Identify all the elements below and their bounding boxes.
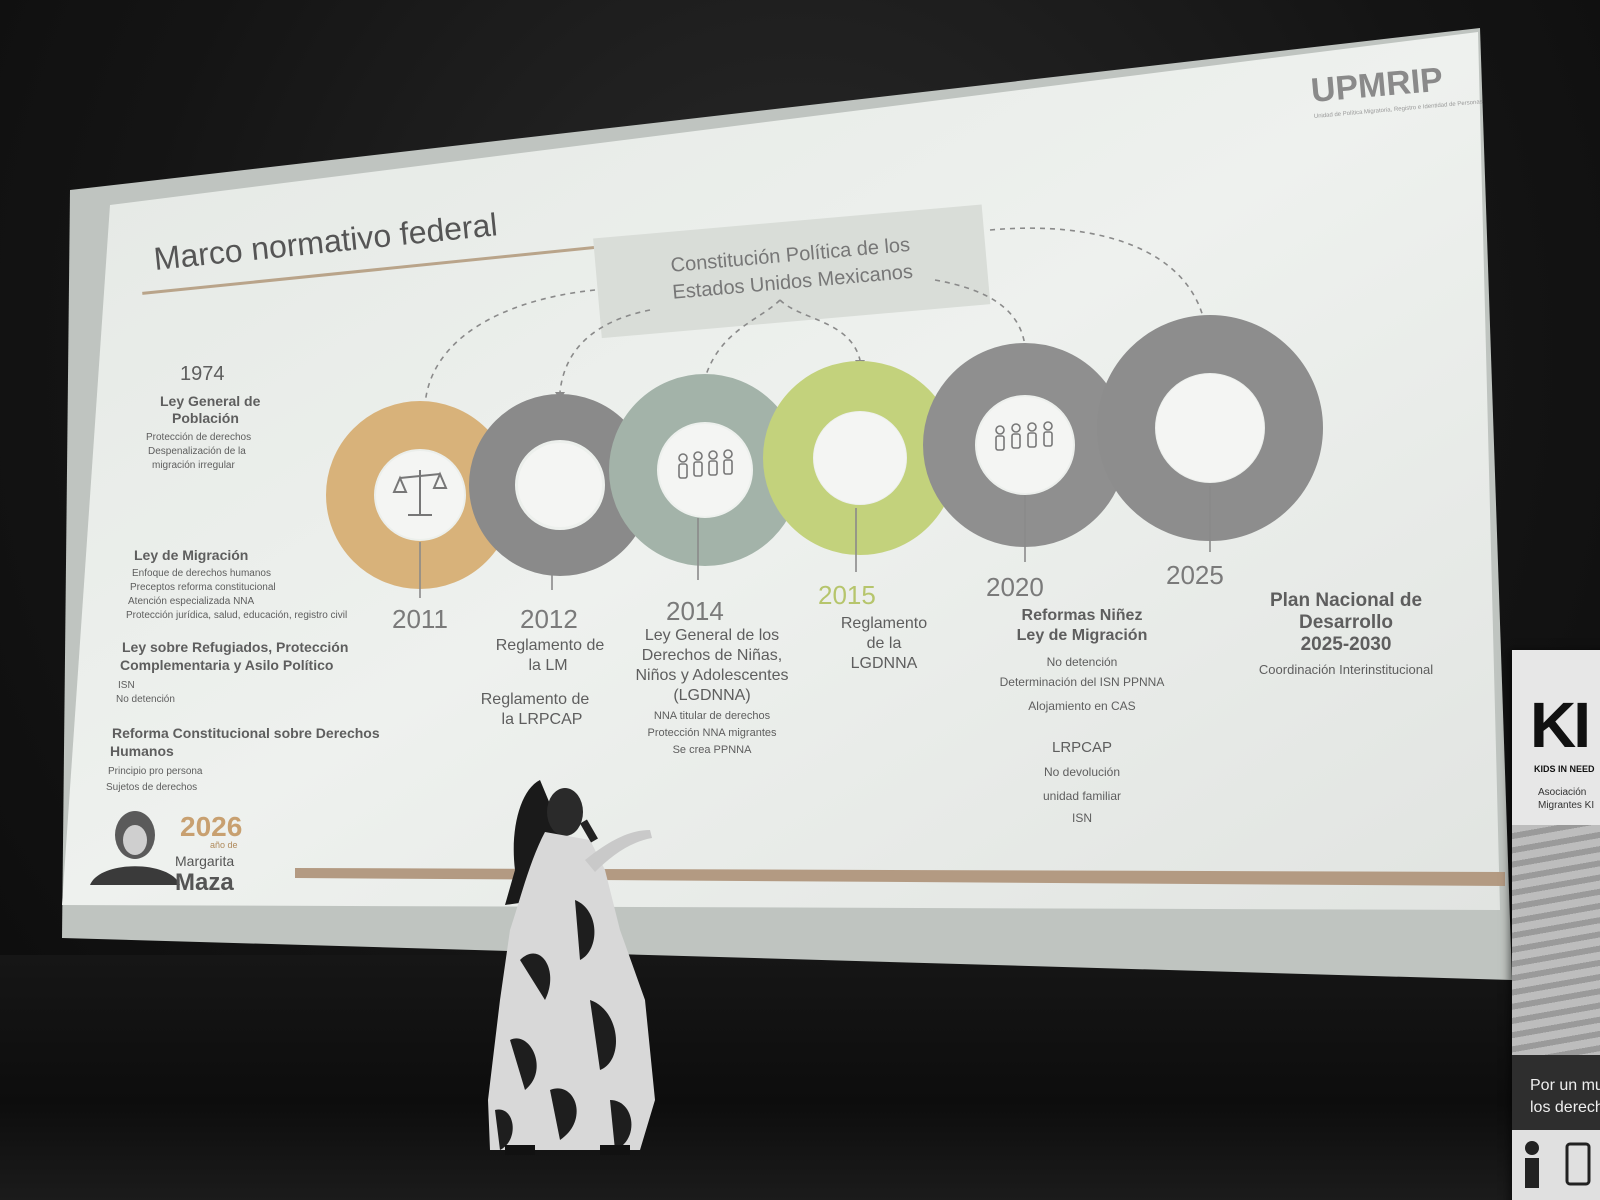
desc-2025-1: Plan Nacional de	[1270, 590, 1422, 611]
desc-2014-3: Niños y Adolescentes	[636, 667, 789, 684]
desc-2014-2: Derechos de Niñas,	[642, 647, 783, 664]
desc-2025-2: Desarrollo	[1299, 612, 1393, 633]
desc-2014-4: (LGDNNA)	[673, 687, 750, 704]
banner-slogan: Por un mu los derech	[1530, 1075, 1600, 1119]
desc-2015-1: Reglamento	[841, 615, 927, 632]
desc-2012-4: la LRPCAP	[502, 711, 583, 728]
reforma-note-2: Sujetos de derechos	[106, 782, 197, 793]
badge-year: 2026	[180, 811, 242, 842]
ley-migracion-note-1: Enfoque de derechos humanos	[132, 568, 271, 579]
year-2020: 2020	[986, 572, 1044, 602]
desc-2012-1: Reglamento de	[496, 637, 605, 654]
desc-2025-3: 2025-2030	[1301, 634, 1392, 655]
note-2014-3: Se crea PPNNA	[673, 744, 753, 756]
year-2012: 2012	[520, 604, 578, 634]
note-2020-2: Determinación del ISN PPNNA	[1000, 675, 1165, 689]
children-icon	[995, 421, 1053, 451]
badge-name2: Maza	[175, 869, 234, 896]
badge-name1: Margarita	[175, 853, 234, 869]
note-2020-3: Alojamiento en CAS	[1028, 699, 1135, 713]
timeline-years: 2011 2012 2014 2015 2020 2025	[392, 560, 1224, 634]
badge-text: año de	[210, 840, 238, 850]
year-2015: 2015	[818, 580, 876, 610]
note-2020-6: unidad familiar	[1043, 789, 1121, 803]
ley-poblacion-2: Población	[172, 410, 239, 426]
ley-poblacion-note-2: Despenalización de la	[148, 446, 246, 457]
banner-photo	[1512, 825, 1600, 1055]
presenter	[488, 780, 655, 1155]
ley-migracion-note-2: Preceptos reforma constitucional	[130, 582, 276, 593]
year-2014: 2014	[666, 596, 724, 626]
ley-migracion-note-4: Protección jurídica, salud, educación, r…	[126, 610, 347, 621]
ley-poblacion-1: Ley General de	[160, 393, 261, 409]
banner-assoc-line1: Asociación	[1538, 787, 1587, 798]
banner-slogan-line2: los derech	[1530, 1099, 1600, 1116]
stage-floor	[0, 955, 1600, 1200]
ley-poblacion-note-3: migración irregular	[152, 460, 235, 471]
desc-2020-2: Ley de Migración	[1017, 627, 1148, 644]
year-2025: 2025	[1166, 560, 1224, 590]
banner-association: Asociación Migrantes KI	[1538, 786, 1594, 812]
note-2014-2: Protección NNA migrantes	[648, 727, 777, 739]
note-2020-5: No devolución	[1044, 765, 1120, 779]
ley-poblacion-note-1: Protección de derechos	[146, 432, 251, 443]
banner-kids-text: KIDS IN NEED	[1534, 764, 1595, 774]
timeline-descriptions: Reglamento de la LM Reglamento de la LRP…	[481, 590, 1433, 825]
banner-logo: KI	[1530, 689, 1591, 761]
desc-2015-2: de la	[867, 635, 902, 652]
desc-2012-2: la LM	[528, 657, 567, 674]
refugiados-note-2: No detención	[116, 694, 175, 705]
banner-assoc-line2: Migrantes KI	[1538, 800, 1595, 811]
note-2020-7: ISN	[1072, 811, 1092, 825]
refugiados-2: Complementaria y Asilo Político	[120, 657, 333, 673]
desc-2015-3: LGDNNA	[851, 655, 918, 672]
banner-icons	[1512, 1130, 1600, 1200]
dashed-arrows	[424, 227, 1206, 406]
person-icon	[1525, 1141, 1591, 1188]
ley-migracion-note-3: Atención especializada NNA	[128, 596, 255, 607]
ley-migracion: Ley de Migración	[134, 547, 248, 563]
drop-lines	[419, 486, 1211, 598]
year-1974: 1974	[180, 363, 225, 385]
desc-2014-1: Ley General de los	[645, 627, 779, 644]
desc-2012-3: Reglamento de	[481, 691, 590, 708]
reforma-2: Humanos	[110, 743, 174, 759]
year-2011: 2011	[392, 604, 448, 634]
banner-slogan-line1: Por un mu	[1530, 1077, 1600, 1094]
note-2020-4: LRPCAP	[1052, 739, 1112, 756]
margarita-maza-badge: 2026 año de Margarita Maza	[90, 811, 242, 896]
refugiados-note-1: ISN	[118, 680, 135, 691]
constitution-box: Constitución Política de los Estados Uni…	[593, 204, 991, 339]
note-2025-1: Coordinación Interinstitucional	[1259, 662, 1433, 677]
note-2014-1: NNA titular de derechos	[654, 710, 771, 722]
scales-icon	[392, 470, 448, 516]
left-column: 1974 Ley General de Población Protección…	[106, 363, 380, 793]
children-icon	[678, 449, 733, 479]
reforma-note-1: Principio pro persona	[108, 766, 203, 777]
constitution-rect	[593, 204, 991, 339]
refugiados-1: Ley sobre Refugiados, Protección	[122, 639, 348, 655]
side-banner: KI KIDS IN NEED Asociación Migrantes KI …	[1512, 650, 1600, 1200]
reforma-1: Reforma Constitucional sobre Derechos	[112, 725, 380, 741]
note-2020-1: No detención	[1047, 655, 1118, 669]
desc-2020-1: Reformas Niñez	[1022, 607, 1143, 624]
